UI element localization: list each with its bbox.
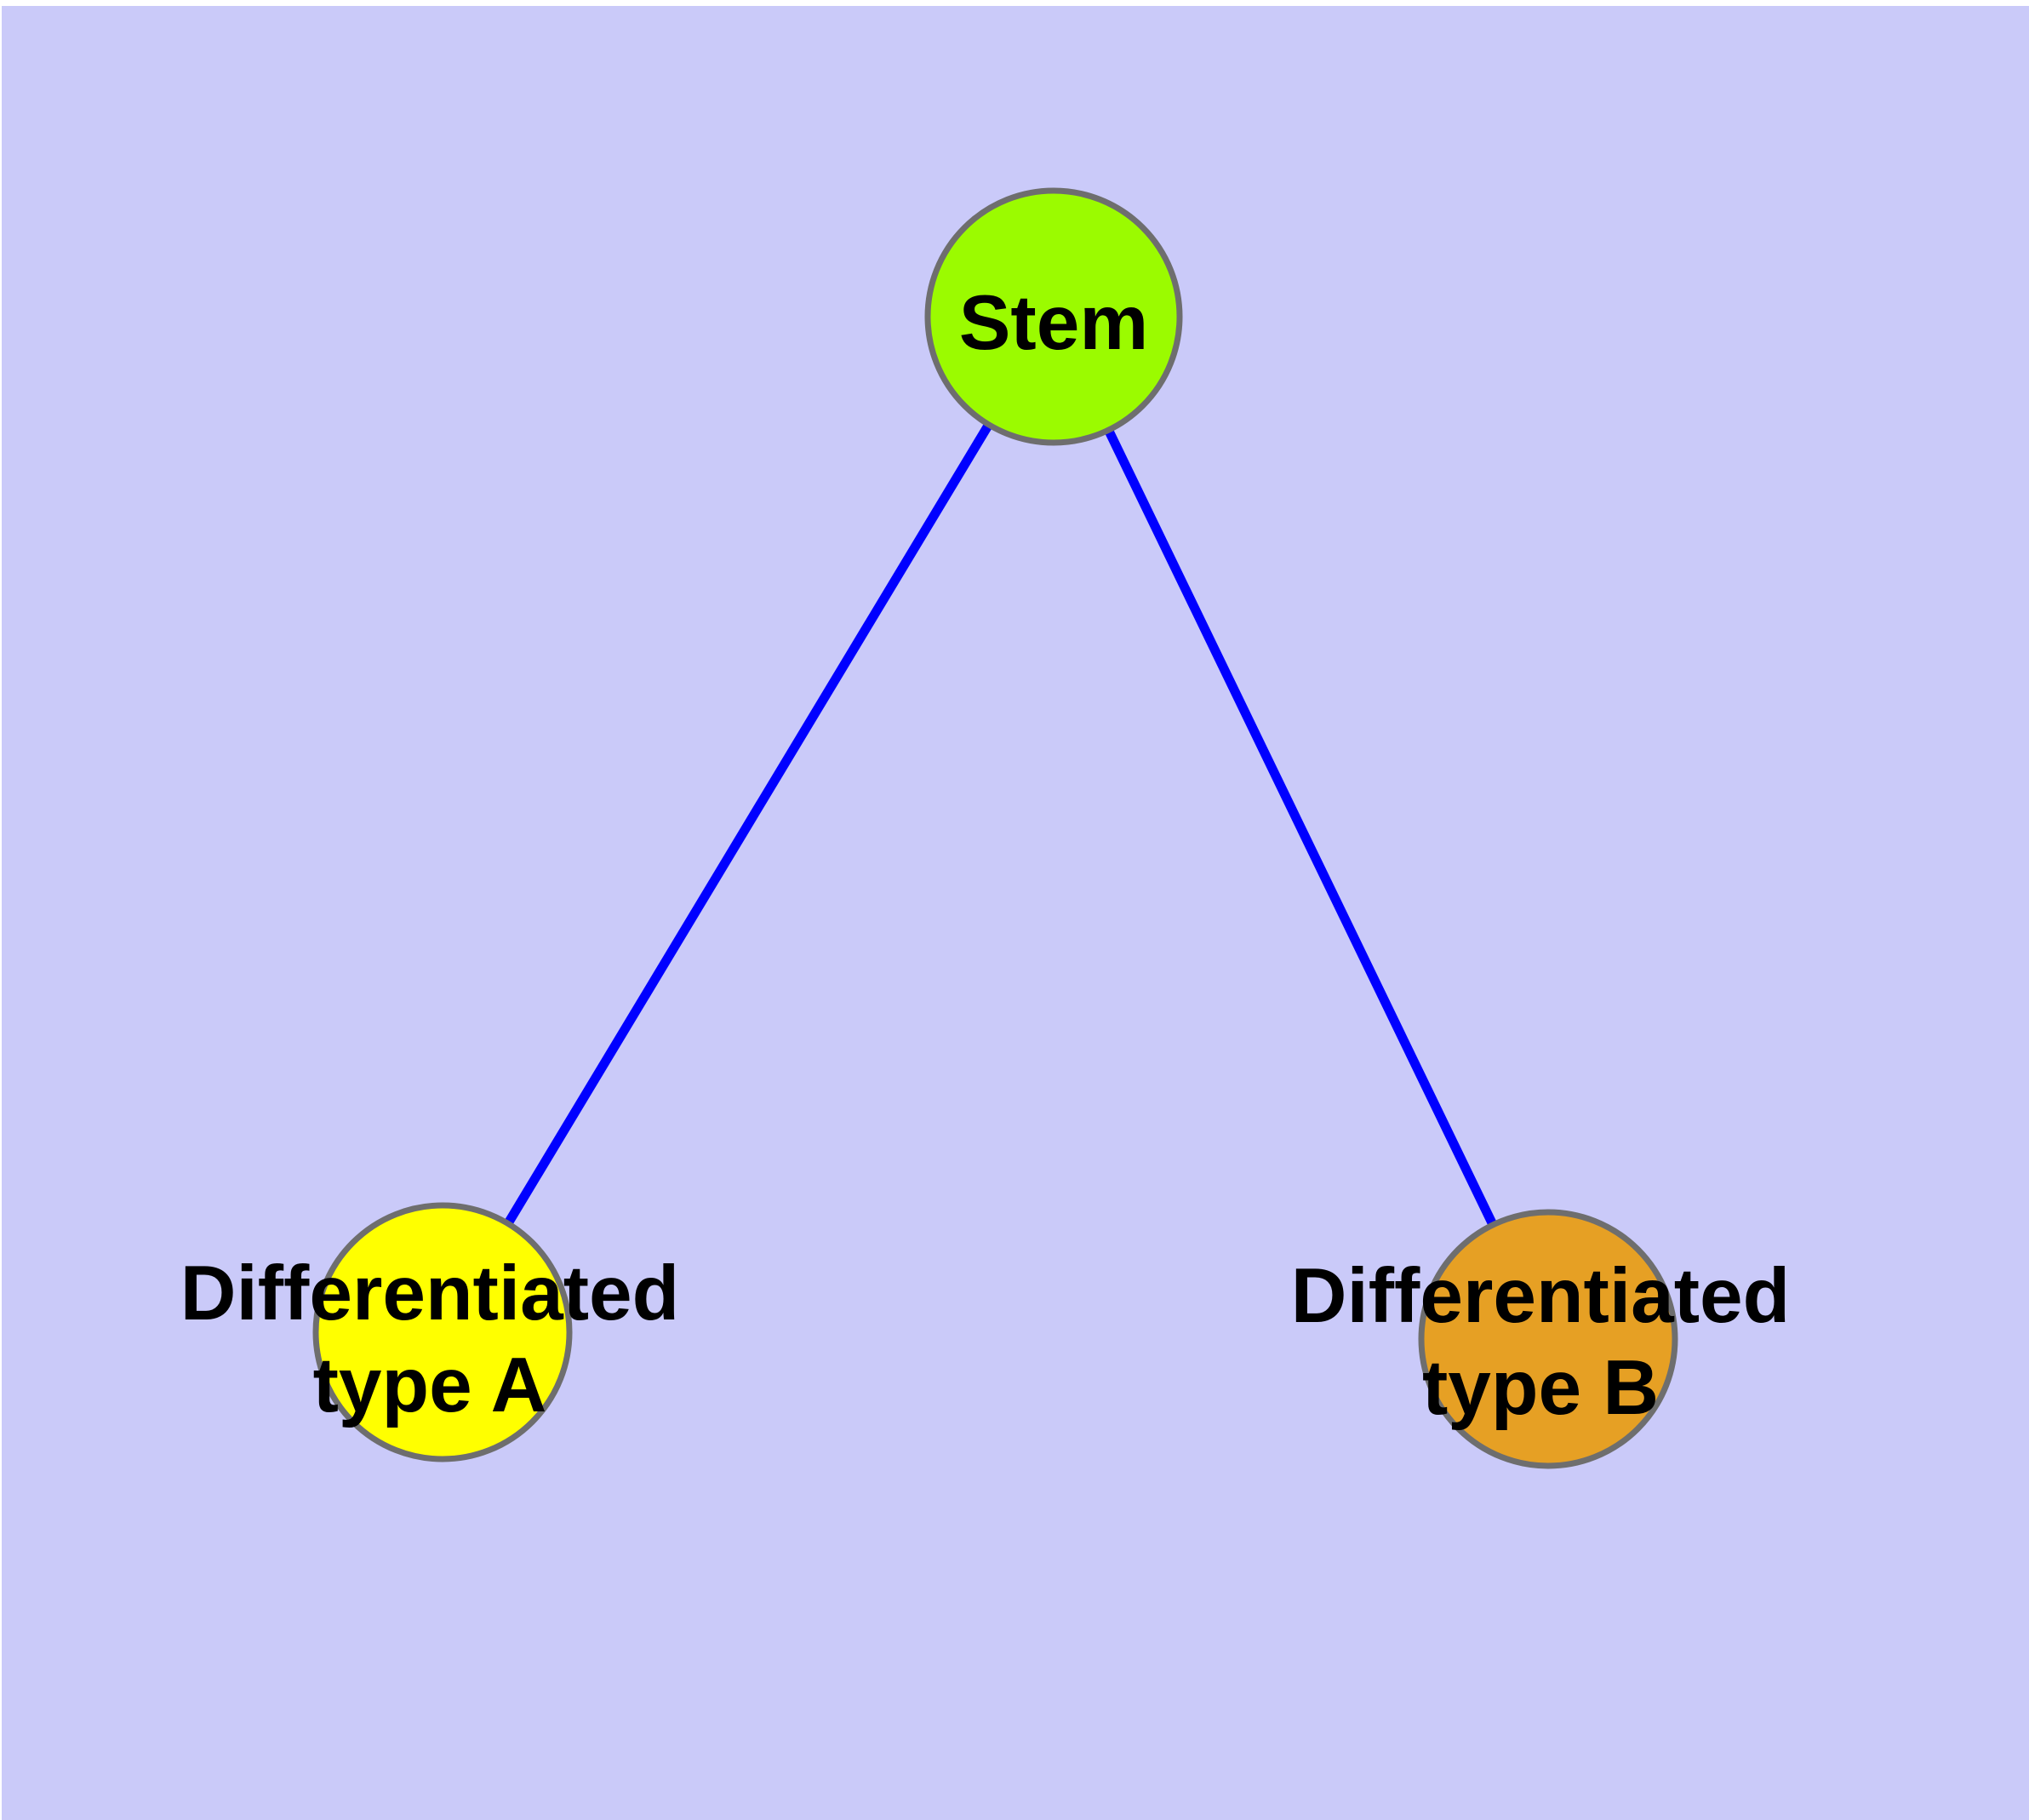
node-differentiated-type-a	[312, 1202, 573, 1462]
node-type-a-label-line1: Differentiated	[180, 1251, 680, 1336]
node-group	[312, 187, 1678, 1469]
node-type-b-label-line2: type B	[1422, 1345, 1659, 1431]
edge-stem-to-type-b	[1049, 314, 1552, 1342]
node-type-b-label-line1: Differentiated	[1291, 1253, 1791, 1339]
node-differentiated-type-b	[1418, 1209, 1678, 1469]
node-type-a-label-line2: type A	[313, 1342, 547, 1428]
edge-stem-to-type-a	[438, 314, 1058, 1335]
edge-group	[438, 314, 1552, 1342]
node-stem	[924, 187, 1183, 446]
node-stem-label: Stem	[959, 280, 1149, 366]
label-group: Stem Differentiated type A Differentiate…	[180, 280, 1791, 1431]
